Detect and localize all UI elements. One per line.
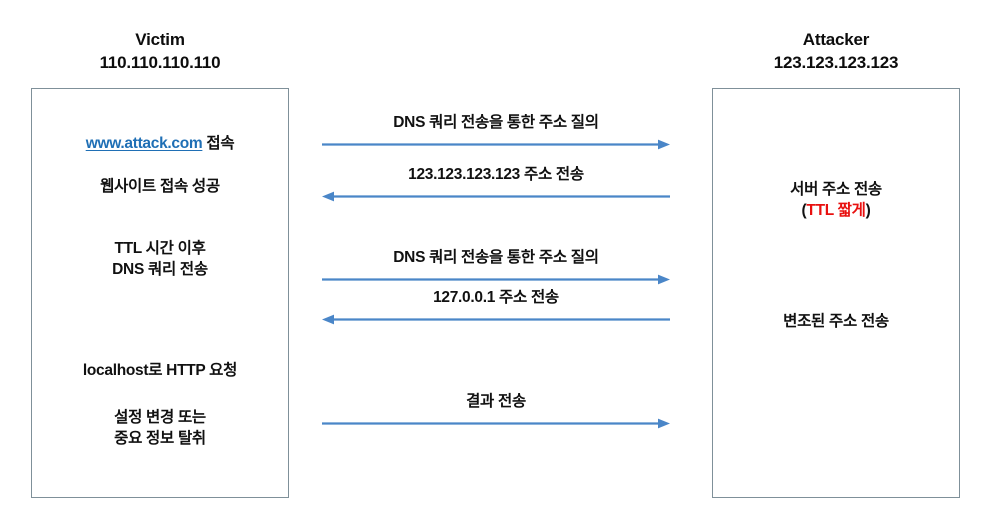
victim-ttl-elapsed-line1: TTL 시간 이후 xyxy=(114,240,206,257)
attacker-node-box: 서버 주소 전송 (TTL 짧게) 변조된 주소 전송 xyxy=(712,88,960,498)
attacker-header: Attacker 123.123.123.123 xyxy=(712,28,960,74)
victim-step-site-success: 웹사이트 접속 성공 xyxy=(100,178,220,195)
victim-outcome-line2: 중요 정보 탈취 xyxy=(114,430,206,447)
attacker-ttl-note: (TTL 짧게) xyxy=(713,200,959,221)
victim-step-ttl-elapsed: TTL 시간 이후 DNS 쿼리 전송 xyxy=(32,238,288,280)
attacker-ip-label: 123.123.123.123 xyxy=(773,53,899,72)
message-label-4: 127.0.0.1 주소 전송 xyxy=(433,289,559,306)
message-row-3: DNS 쿼리 전송을 통한 주소 질의 xyxy=(320,248,672,286)
victim-role-label: Victim xyxy=(135,30,185,49)
message-label-2: 123.123.123.123 주소 전송 xyxy=(408,166,584,183)
attack-domain-link[interactable]: www.attack.com xyxy=(85,135,203,152)
message-label-1: DNS 쿼리 전송을 통한 주소 질의 xyxy=(393,114,599,131)
ttl-note-close-paren: ) xyxy=(865,202,871,219)
arrow-right-icon-3 xyxy=(322,274,670,285)
victim-step-access: www.attack.com 접속 xyxy=(32,133,288,154)
message-label-3: DNS 쿼리 전송을 통한 주소 질의 xyxy=(393,249,599,266)
message-row-2: 123.123.123.123 주소 전송 xyxy=(320,165,672,203)
attacker-role-label: Attacker xyxy=(802,30,870,49)
arrow-right-icon-1 xyxy=(322,139,670,150)
ttl-note-open-paren: ( xyxy=(801,202,807,219)
message-label-5: 결과 전송 xyxy=(466,393,526,410)
victim-step-http-request: localhost로 HTTP 요청 xyxy=(82,362,238,379)
victim-access-suffix: 접속 xyxy=(202,135,235,152)
victim-header: Victim 110.110.110.110 xyxy=(30,28,290,74)
victim-outcome-line1: 설정 변경 또는 xyxy=(114,409,206,426)
message-row-4: 127.0.0.1 주소 전송 xyxy=(320,288,672,326)
victim-node-box: www.attack.com 접속 웹사이트 접속 성공 TTL 시간 이후 D… xyxy=(31,88,289,498)
attacker-server-addr-label: 서버 주소 전송 xyxy=(790,181,882,198)
victim-step-outcome: 설정 변경 또는 중요 정보 탈취 xyxy=(32,407,288,449)
attacker-step-forged-address: 변조된 주소 전송 xyxy=(783,313,889,330)
arrow-left-icon-4 xyxy=(322,314,670,325)
message-row-5: 결과 전송 xyxy=(320,392,672,430)
message-row-1: DNS 쿼리 전송을 통한 주소 질의 xyxy=(320,113,672,151)
victim-ip-label: 110.110.110.110 xyxy=(99,53,221,72)
ttl-note-highlight: TTL 짧게 xyxy=(806,202,866,219)
attacker-step-server-address: 서버 주소 전송 (TTL 짧게) xyxy=(713,179,959,221)
victim-ttl-elapsed-line2: DNS 쿼리 전송 xyxy=(112,261,208,278)
arrow-right-icon-5 xyxy=(322,418,670,429)
arrow-left-icon-2 xyxy=(322,191,670,202)
